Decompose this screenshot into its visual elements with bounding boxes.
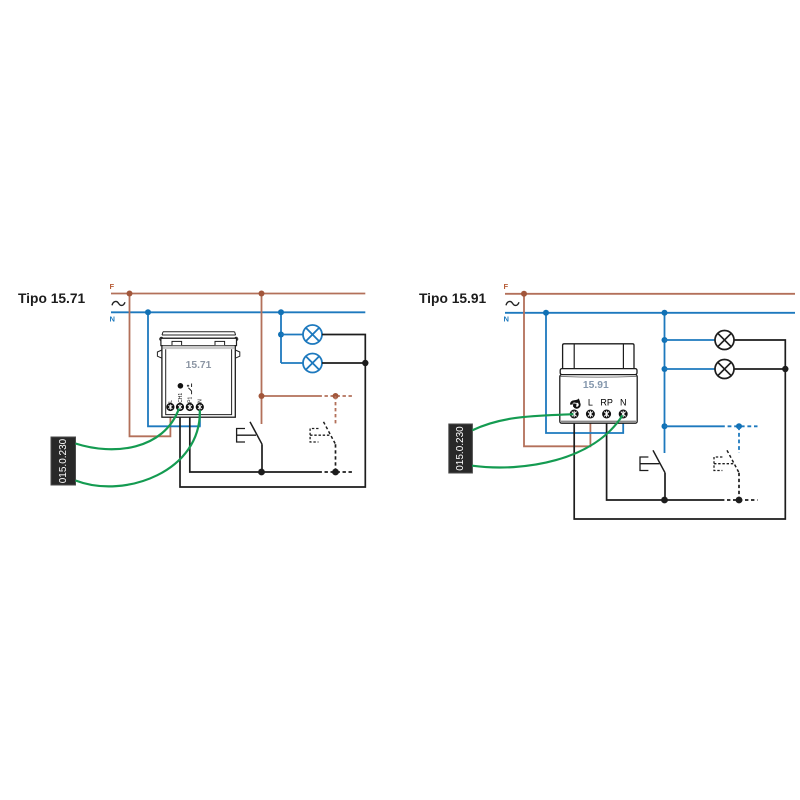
svg-text:CH1: CH1 — [178, 393, 184, 403]
svg-text:N: N — [504, 315, 509, 324]
svg-text:015.0.230: 015.0.230 — [455, 426, 466, 471]
svg-text:RP: RP — [600, 398, 613, 408]
svg-text:N: N — [198, 399, 204, 403]
svg-text:N: N — [620, 398, 627, 408]
svg-text:15.91: 15.91 — [583, 380, 609, 391]
svg-text:P1: P1 — [188, 396, 194, 402]
svg-text:N: N — [110, 315, 115, 324]
svg-text:015.0.230: 015.0.230 — [58, 438, 69, 483]
svg-text:L: L — [168, 400, 174, 403]
svg-text:F: F — [110, 282, 115, 291]
svg-text:15.71: 15.71 — [186, 360, 212, 371]
svg-text:Tipo 15.91: Tipo 15.91 — [419, 291, 487, 306]
svg-text:F: F — [504, 282, 509, 291]
svg-text:L: L — [588, 398, 593, 408]
svg-text:Tipo 15.71: Tipo 15.71 — [18, 291, 86, 306]
